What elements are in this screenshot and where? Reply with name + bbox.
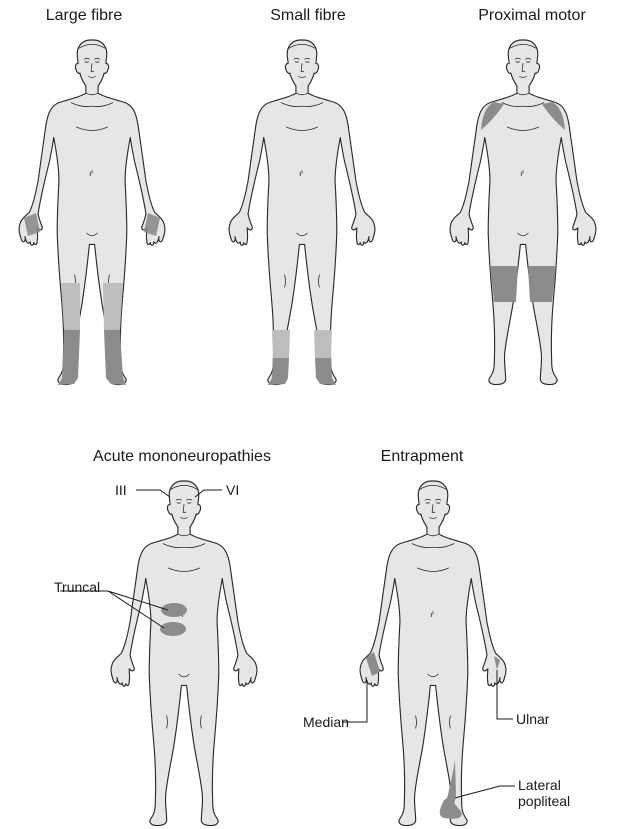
panel-acute-mononeuropathies: Acute mononeuropathies III VI Truncal [54, 448, 271, 826]
panel-title-small-fibre: Small fibre [270, 7, 346, 24]
callout-lateral-popliteal-line1: Lateral [518, 777, 561, 793]
panel-large-fibre: Large fibre [19, 7, 165, 385]
callout-truncal: Truncal [54, 579, 100, 595]
panel-title-acute-mononeuropathies: Acute mononeuropathies [93, 448, 271, 465]
figure-small-fibre [229, 40, 375, 385]
figure-entrapment [360, 481, 506, 826]
callout-ulnar: Ulnar [516, 711, 550, 727]
callout-median: Median [303, 714, 349, 730]
panel-title-large-fibre: Large fibre [46, 7, 123, 24]
callout-iii: III [115, 482, 127, 498]
panel-title-entrapment: Entrapment [381, 448, 464, 465]
panel-entrapment: Entrapment Median Ulnar Lateral poplitea… [303, 448, 570, 826]
panel-title-proximal-motor: Proximal motor [478, 7, 586, 24]
panel-proximal-motor: Proximal motor [450, 7, 596, 385]
callout-lateral-popliteal-line2: popliteal [518, 793, 570, 809]
figure-proximal-motor [450, 40, 596, 385]
figure-acute-mononeuropathies [111, 481, 257, 826]
shading-small-fibre [268, 330, 336, 385]
callout-vi: VI [226, 482, 239, 498]
figure-large-fibre [19, 40, 165, 385]
panel-small-fibre: Small fibre [229, 7, 375, 385]
